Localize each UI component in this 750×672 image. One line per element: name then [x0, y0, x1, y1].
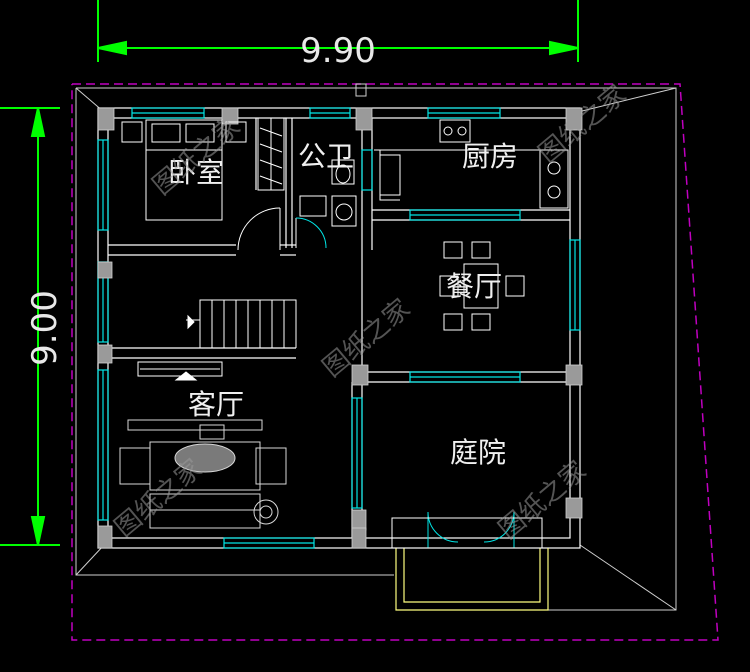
- width-dimension: [97, 0, 579, 62]
- label-courtyard: 庭院: [450, 436, 506, 469]
- chimney-marker: [355, 83, 367, 97]
- watermark-2: 图纸之家: [533, 80, 632, 170]
- height-label: 9.00: [25, 290, 65, 366]
- label-dining: 餐厅: [446, 270, 502, 303]
- wardrobe: [257, 117, 285, 191]
- doors: [237, 207, 515, 548]
- entrance-step: [391, 517, 543, 549]
- sofa-set: [119, 419, 287, 529]
- dining-table: [439, 241, 525, 331]
- label-bedroom: 卧室: [168, 156, 224, 189]
- width-label: 9.90: [300, 31, 376, 71]
- site-boundary: [71, 83, 719, 641]
- label-kitchen: 厨房: [462, 140, 518, 173]
- watermark-4: 图纸之家: [109, 454, 208, 544]
- label-bathroom: 公卫: [298, 140, 354, 173]
- windows: [97, 107, 581, 549]
- kitchen-counter: [374, 119, 569, 209]
- bed: [121, 119, 247, 221]
- label-living: 客厅: [188, 388, 244, 421]
- staircase: [186, 299, 297, 348]
- columns: [97, 107, 583, 549]
- height-dimension: [0, 107, 60, 546]
- bathroom-fixtures: [299, 159, 357, 227]
- tv-cabinet: [137, 361, 223, 381]
- front-porch: [395, 548, 549, 611]
